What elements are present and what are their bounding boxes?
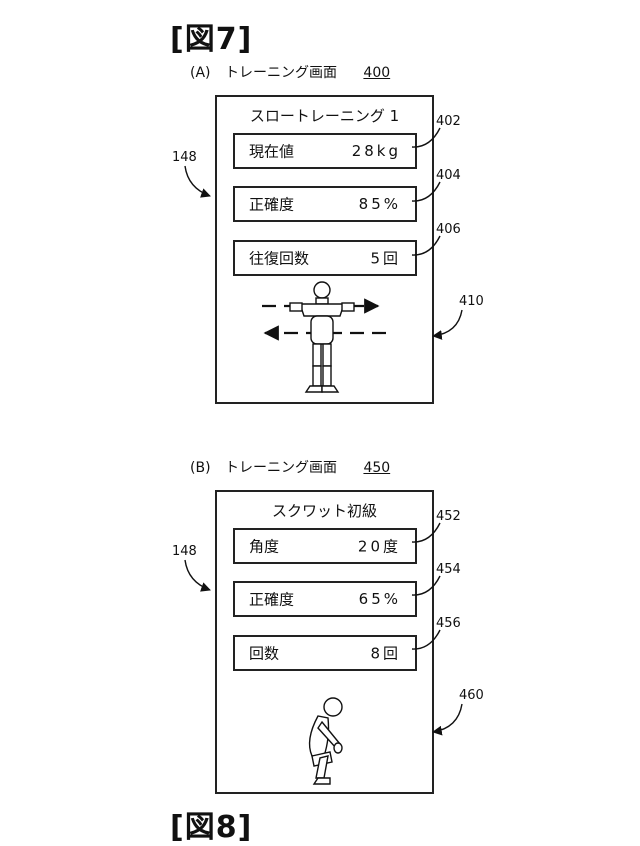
- caption-b: (B) トレーニング画面 450: [190, 457, 390, 477]
- ref-row-b-1: 452: [436, 509, 461, 524]
- ref-figure-a: 410: [459, 294, 484, 309]
- row-label: 正確度: [249, 590, 295, 609]
- ref-figure-b: 460: [459, 688, 484, 703]
- caption-a-text: トレーニング画面: [224, 65, 337, 81]
- row-label: 正確度: [249, 195, 295, 214]
- screen-b-row-reps: 回数 8回: [233, 635, 417, 671]
- leader-406: [411, 235, 441, 256]
- figure-7-label: [図7]: [170, 22, 253, 57]
- caption-a: (A) トレーニング画面 400: [190, 62, 390, 82]
- row-label: 回数: [249, 644, 280, 663]
- row-label: 往復回数: [249, 249, 310, 268]
- row-value: 65%: [358, 590, 401, 608]
- leader-404: [411, 181, 441, 202]
- ref-device-a: 148: [172, 150, 197, 165]
- caption-b-ref: 450: [363, 460, 391, 476]
- caption-b-prefix: (B): [190, 460, 211, 476]
- training-screen-b: スクワット初級 角度 20度 正確度 65% 回数 8回: [215, 490, 434, 794]
- row-value: 5回: [370, 249, 401, 268]
- caption-a-ref: 400: [363, 65, 391, 81]
- ref-row-a-1: 402: [436, 114, 461, 129]
- row-value: 85%: [358, 195, 401, 213]
- caption-b-text: トレーニング画面: [224, 460, 337, 476]
- ref-row-b-3: 456: [436, 616, 461, 631]
- device-a-arrow: [184, 165, 211, 198]
- screen-b-row-angle: 角度 20度: [233, 528, 417, 564]
- screen-b-row-accuracy: 正確度 65%: [233, 581, 417, 617]
- leader-452: [411, 522, 441, 543]
- caption-a-prefix: (A): [190, 65, 211, 81]
- ref-device-b: 148: [172, 544, 197, 559]
- row-value: 20度: [357, 537, 401, 556]
- row-value: 8回: [370, 644, 401, 663]
- figure-b-arrow: [432, 703, 463, 736]
- screen-a-row-reps: 往復回数 5回: [233, 240, 417, 276]
- screen-a-row-current: 現在値 28kg: [233, 133, 417, 169]
- squat-figure-icon: [308, 697, 343, 785]
- leader-454: [411, 575, 441, 596]
- row-value: 28kg: [351, 142, 401, 160]
- ref-row-b-2: 454: [436, 562, 461, 577]
- leader-402: [411, 127, 441, 148]
- ref-row-a-2: 404: [436, 168, 461, 183]
- figure-a-arrow: [432, 309, 463, 340]
- screen-a-title: スロートレーニング 1: [249, 107, 400, 125]
- standing-figure-icon: [289, 281, 355, 393]
- device-b-arrow: [184, 559, 211, 592]
- row-label: 角度: [249, 537, 280, 556]
- row-label: 現在値: [249, 142, 295, 161]
- leader-456: [411, 629, 441, 650]
- figure-8-label: [図8]: [170, 810, 253, 845]
- ref-row-a-3: 406: [436, 222, 461, 237]
- screen-a-row-accuracy: 正確度 85%: [233, 186, 417, 222]
- screen-b-title: スクワット初級: [271, 502, 377, 520]
